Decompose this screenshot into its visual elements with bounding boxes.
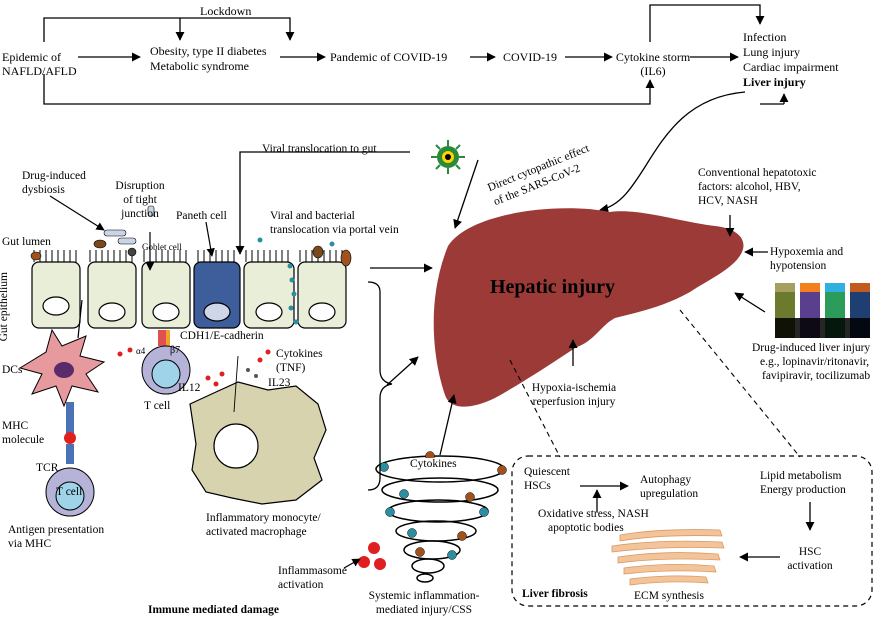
cytokine-particles [117,347,271,387]
cytokines-tnf-1: Cytokines [276,348,323,360]
hypoxemia-label-1: Hypoxemia and [770,246,844,258]
virus-icon [431,140,465,174]
ecm-fibers [611,529,725,586]
quiescent-label-1: Quiescent [524,466,570,478]
hsc-activation-1: HSC [798,546,822,558]
portal-dots [257,237,335,325]
drug-vials [775,283,870,338]
microvilli [33,250,343,262]
hypoxia-label-1: Hypoxia-ischemia [531,382,617,394]
liver-fibrosis-label: Liver fibrosis [522,588,588,600]
pandemic-label: Pandemic of COVID-19 [330,50,448,64]
covid-label: COVID-19 [503,50,557,64]
alpha4-label: α4 [136,346,146,356]
inflammasome-dots [358,542,386,570]
hypoxia-label-2: reperfusion injury [532,396,616,408]
dcs-label: DCs [2,364,23,376]
outcome-infection: Infection [743,30,787,44]
antigen-label-2: via MHC [8,538,52,550]
fibrosis-box [511,455,873,607]
t-cell-label-2: T cell [56,486,83,498]
hepatic-injury-label: Hepatic injury [490,276,615,298]
bacteria [30,205,352,267]
il12-label: IL12 [178,382,201,394]
epidemic-label-1: Epidemic of [2,50,61,64]
macrophage [189,355,327,505]
viral-gut-label: Viral translocation to gut [262,143,377,155]
viral-bacterial-2: translocation via portal vein [270,224,399,236]
mhc-label-2: molecule [2,434,45,446]
lipid-label-2: Energy production [760,484,846,496]
liver-shape [433,208,744,407]
tight-junction-1: Disruption [115,180,165,192]
inflammasome-label-2: activation [278,579,324,591]
obesity-label-2: Metabolic syndrome [150,59,249,73]
monocyte-label-2: activated macrophage [206,526,307,538]
cytokine-storm-label-2: (IL6) [640,64,666,78]
systemic-label-1: Systemic inflammation- [368,590,480,602]
beta7-label: β7 [170,345,181,356]
liver-injury-arrow [599,91,746,213]
gut-epithelium-label: Gut epithelium [0,272,10,342]
tcr-label: TCR [36,462,59,474]
outcome-lung: Lung injury [743,45,800,59]
antigen-label-1: Antigen presentation [8,524,105,536]
paneth-label: Paneth cell [176,210,227,222]
t-cell-label: T cell [144,400,171,412]
tight-junction-2: of tight [123,194,157,206]
il23-label: IL23 [268,377,291,389]
conventional-label-2: factors: alcohol, HBV, [698,181,801,193]
brace [367,281,393,491]
immune-damage-label: Immune mediated damage [148,604,279,616]
top-flow-arrows [43,4,789,105]
systemic-label-2: mediated injury/CSS [375,604,473,616]
hypoxemia-label-2: hypotension [770,260,827,272]
ecm-label: ECM synthesis [634,590,704,602]
quiescent-label-2: HSCs [524,480,551,492]
dysbiosis-label-1: Drug-induced [22,170,86,182]
epidemic-label-2: NAFLD/AFLD [2,64,77,78]
cytokine-storm-label-1: Cytokine storm [615,50,691,64]
cytokines-to-liver-arrow [439,394,457,456]
dysbiosis-label-2: dysbiosis [22,184,65,196]
inflammasome-label-1: Inflammasome [278,565,347,577]
hsc-activation-2: activation [787,560,833,572]
monocyte-label-1: Inflammatory monocyte/ [206,512,321,524]
gut-lumen-label: Gut lumen [2,236,51,248]
lockdown-label: Lockdown [200,4,252,18]
drug-induced-label-3: favipiravir, tocilizumab [762,370,871,382]
dendritic-cell [18,299,106,408]
cytokines-tnf-2: (TNF) [276,362,306,374]
mhc-label-1: MHC [2,420,29,432]
drug-induced-label-2: e.g., lopinavir/ritonavir, [760,356,870,368]
antigen-presentation [45,402,95,517]
t-cell [141,330,191,395]
tight-junction-3: junction [121,208,159,220]
obesity-label-1: Obesity, type II diabetes [150,44,267,58]
outcome-cardiac: Cardiac impairment [743,60,839,74]
cytokines-label: Cytokines [410,458,457,472]
lipid-label-1: Lipid metabolism [760,470,842,482]
cytokine-tornado [375,455,505,583]
conventional-label-1: Conventional hepatotoxic [698,167,817,179]
goblet-label: Goblet cell [142,242,182,252]
viral-bacterial-1: Viral and bacterial [270,210,355,222]
autophagy-label-2: upregulation [640,488,699,500]
autophagy-label-1: Autophagy [640,474,692,486]
oxidative-label-1: Oxidative stress, NASH [538,508,649,520]
outcome-liver-injury: Liver injury [743,75,806,89]
oxidative-label-2: apoptotic bodies [548,522,624,534]
drug-induced-label-1: Drug-induced liver injury [752,342,871,354]
gut-epithelium [31,261,347,329]
cdh1-label: CDH1/E-cadherin [180,330,264,342]
conventional-label-3: HCV, NASH [698,195,758,207]
